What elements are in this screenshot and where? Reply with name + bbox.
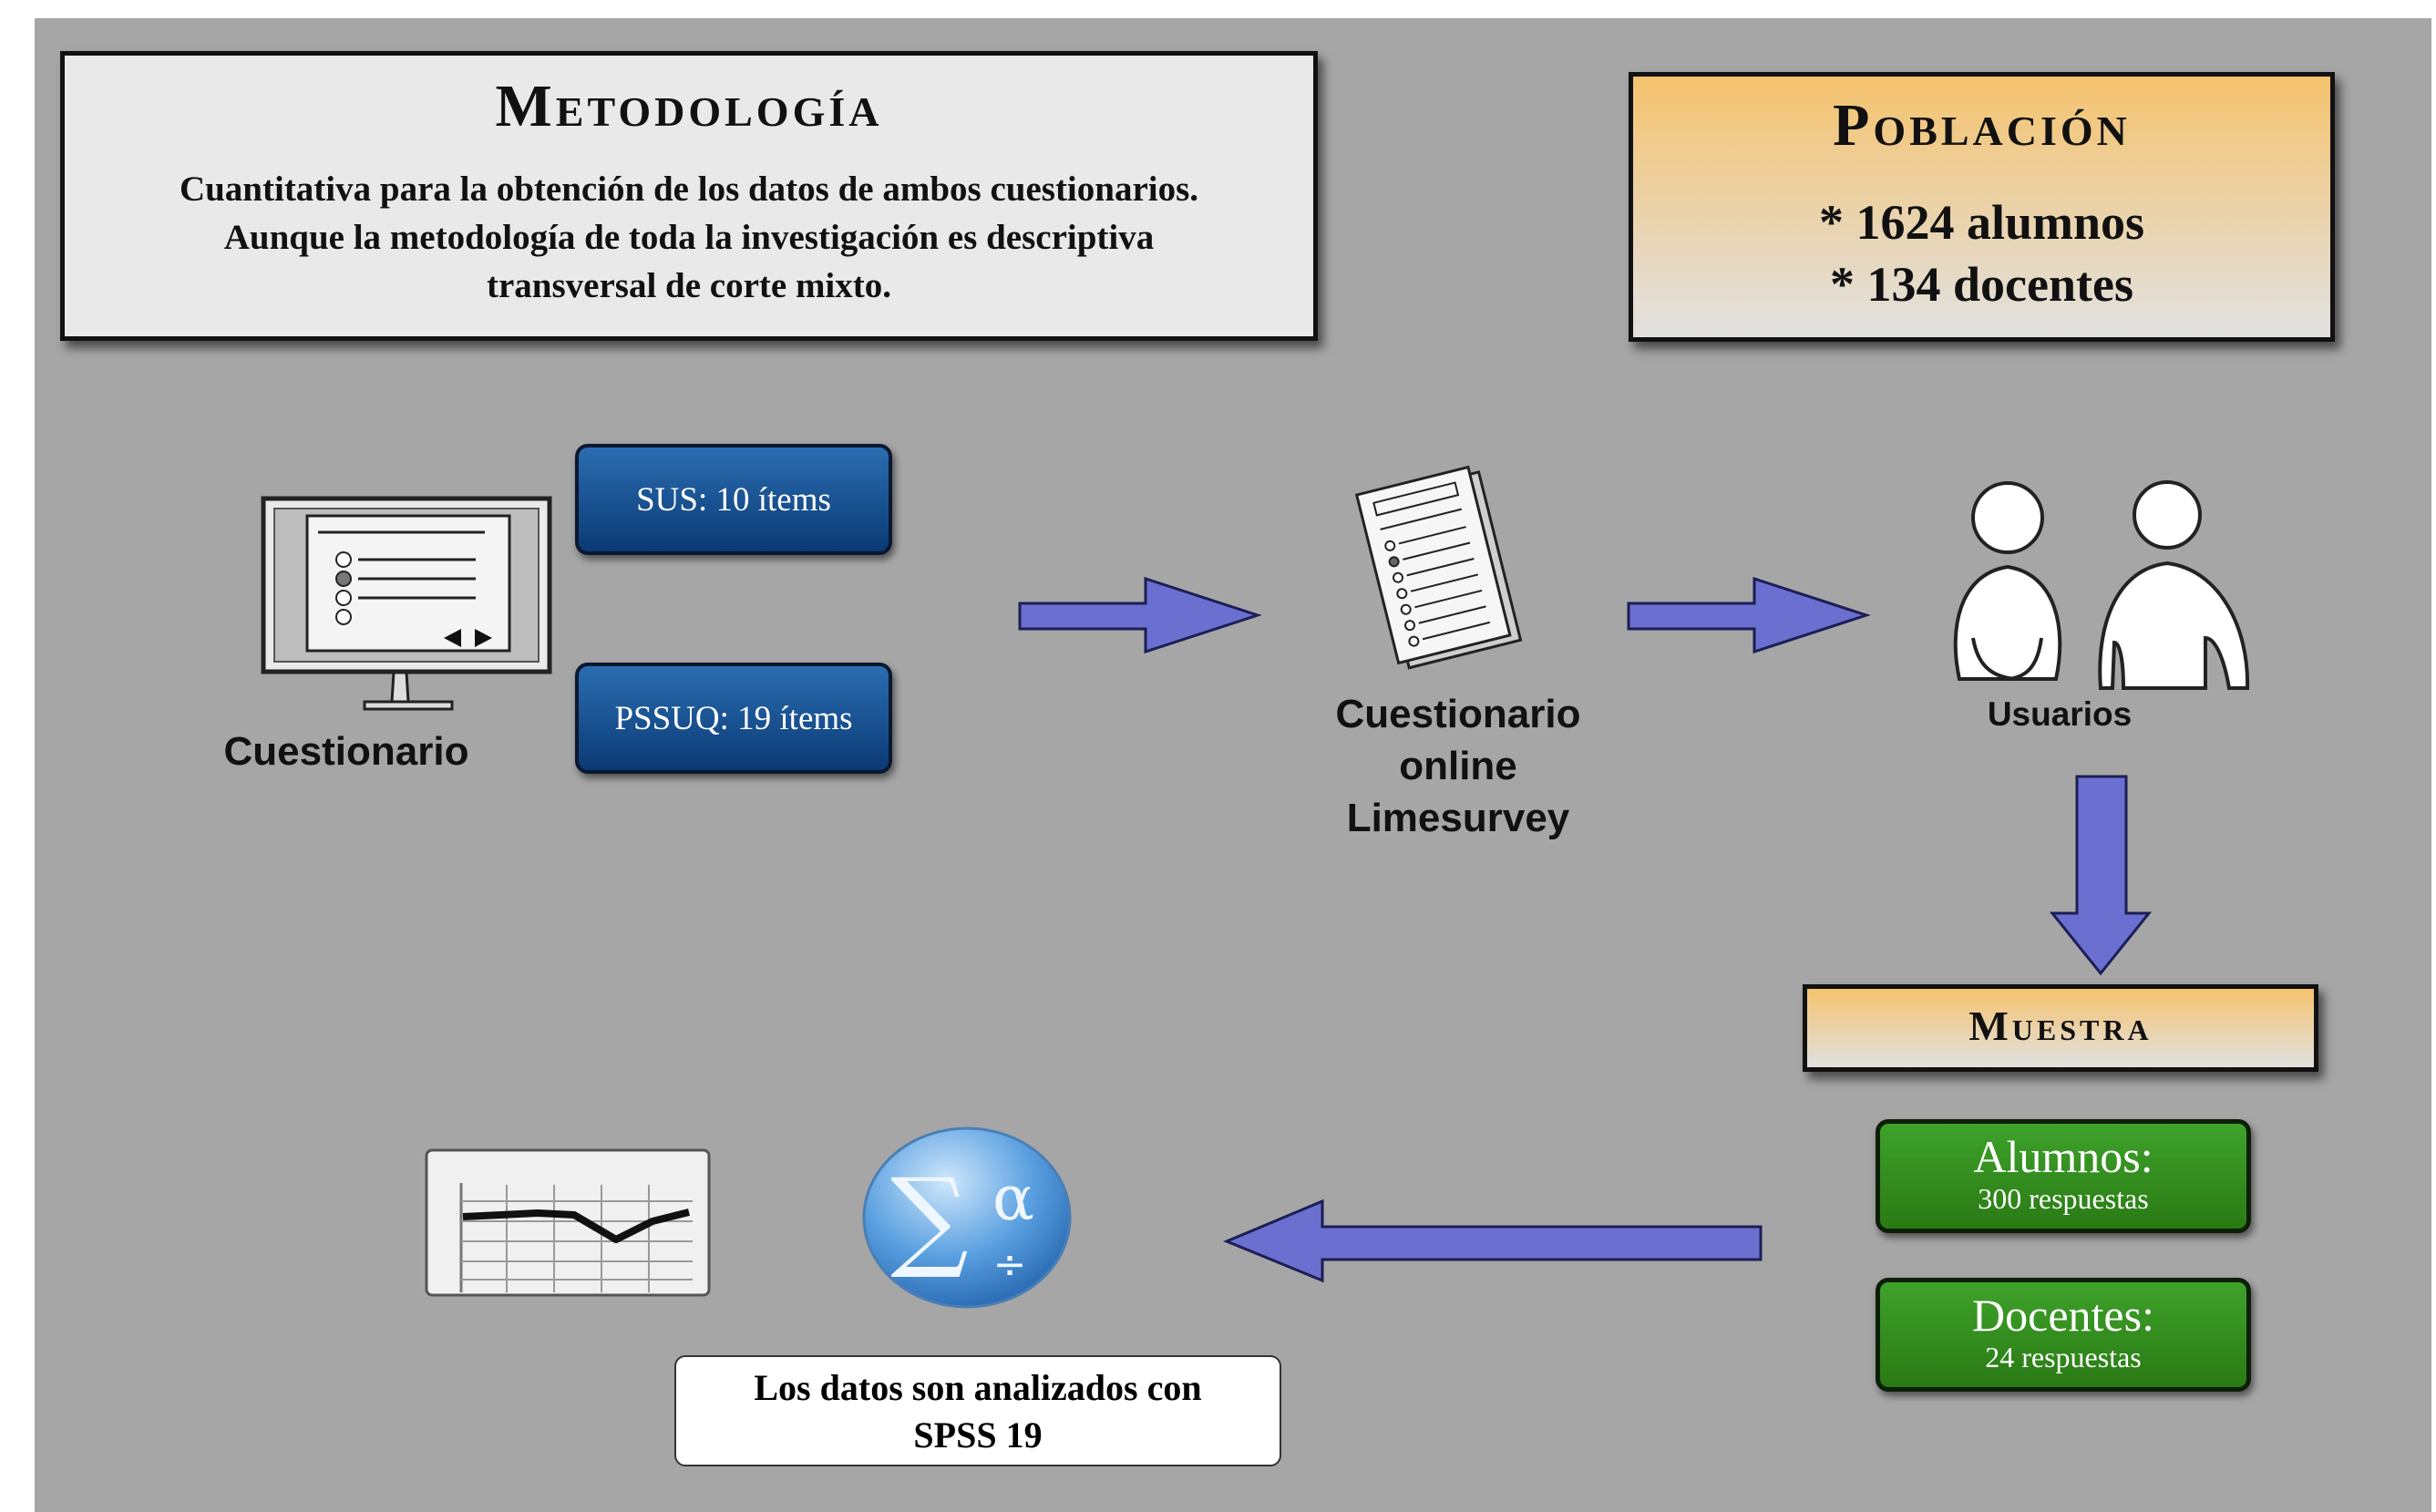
alumnos-label: Alumnos: [1973, 1131, 2153, 1182]
arrow-right-1 [1018, 576, 1262, 654]
poblacion-alumnos: * 1624 alumnos [1818, 195, 2145, 250]
metodologia-box: Metodología Cuantitativa para la obtenci… [60, 51, 1318, 341]
docentes-label: Docentes: [1972, 1290, 2154, 1341]
metodologia-line-1: Cuantitativa para la obtención de los da… [179, 170, 1199, 209]
spss-line-2: SPSS 19 [913, 1414, 1043, 1455]
alumnos-value: 300 respuestas [1978, 1182, 2149, 1215]
online-line-3: Limesurvey [1346, 796, 1570, 840]
online-line-1: Cuestionario [1335, 692, 1581, 736]
metodologia-line-2: Aunque la metodología de toda la investi… [223, 218, 1155, 257]
monitor-icon [261, 496, 552, 711]
cuestionario-online-label: Cuestionario online Limesurvey [1303, 688, 1613, 844]
metodologia-text: Cuantitativa para la obtención de los da… [65, 165, 1313, 310]
docentes-value: 24 respuestas [1985, 1341, 2142, 1373]
svg-text:α: α [992, 1163, 1034, 1235]
sus-tag: SUS: 10 ítems [575, 444, 892, 555]
arrow-right-2 [1627, 576, 1871, 654]
svg-text:∑: ∑ [890, 1156, 969, 1282]
arrow-down [2049, 775, 2153, 976]
arrow-left [1223, 1198, 1763, 1283]
users-icon [1953, 480, 2250, 690]
docentes-box: Docentes: 24 respuestas [1876, 1278, 2251, 1392]
muestra-title: Muestra [1968, 1003, 2153, 1049]
spss-icon: ∑ α ÷ [862, 1126, 1072, 1309]
metodologia-line-3: transversal de corte mixto. [486, 266, 892, 305]
alumnos-box: Alumnos: 300 respuestas [1876, 1119, 2251, 1233]
muestra-box: Muestra [1803, 984, 2318, 1072]
document-icon [1354, 465, 1523, 670]
poblacion-box: Población * 1624 alumnos * 134 docentes [1629, 72, 2335, 342]
poblacion-docentes: * 134 docentes [1830, 257, 2133, 312]
pssuq-tag: PSSUQ: 19 ítems [575, 663, 892, 774]
usuarios-label: Usuarios [1987, 695, 2133, 733]
online-line-2: online [1399, 744, 1517, 788]
chart-thumbnail-icon [425, 1148, 711, 1297]
metodologia-title: Metodología [495, 73, 883, 139]
spss-note: Los datos son analizados con SPSS 19 [674, 1355, 1281, 1466]
spss-line-1: Los datos son analizados con [754, 1367, 1202, 1408]
svg-text:÷: ÷ [993, 1241, 1027, 1288]
poblacion-title: Población [1833, 92, 2131, 159]
cuestionario-label: Cuestionario [223, 729, 469, 774]
